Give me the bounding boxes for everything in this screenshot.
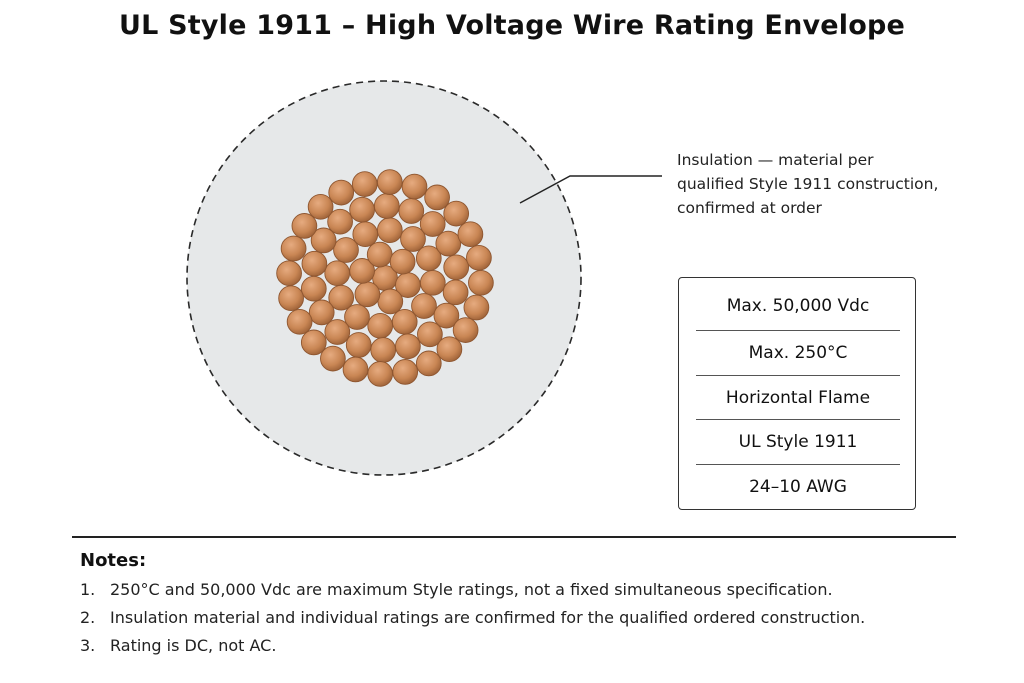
page-title: UL Style 1911 – High Voltage Wire Rating… (118, 10, 906, 41)
ratings-box: Max. 50,000 Vdc Max. 250°C Horizontal Fl… (678, 277, 916, 510)
copper-strand (276, 260, 302, 287)
rating-temperature: Max. 250°C (748, 343, 848, 363)
callout-leader-line (519, 175, 662, 204)
copper-strand (354, 281, 381, 308)
copper-strand (376, 169, 403, 195)
section-divider (72, 536, 956, 538)
copper-strand (415, 245, 442, 272)
copper-strand (310, 227, 337, 254)
copper-strand (411, 293, 437, 319)
copper-strand (395, 333, 421, 360)
note-number: 1. (80, 580, 96, 599)
copper-strand (307, 193, 334, 220)
rating-divider (696, 419, 900, 420)
copper-strand (320, 345, 346, 372)
copper-strand (419, 211, 446, 237)
note-text: Insulation material and individual ratin… (110, 608, 866, 627)
copper-strand (351, 171, 378, 197)
copper-strand (419, 269, 446, 296)
copper-strand (342, 356, 369, 383)
copper-strand (300, 329, 327, 356)
copper-strand (324, 319, 351, 345)
copper-strand (424, 184, 450, 211)
copper-strand (436, 336, 463, 363)
notes-heading: Notes: (80, 550, 147, 571)
copper-strand (301, 250, 328, 277)
copper-strand (435, 230, 462, 257)
note-item: 3. Rating is DC, not AC. (80, 636, 276, 655)
copper-strand (443, 254, 470, 281)
copper-strand (391, 308, 418, 335)
copper-strand (280, 235, 307, 262)
copper-strand (286, 308, 313, 335)
copper-strand (278, 285, 304, 312)
copper-strand (352, 221, 379, 248)
copper-strand (389, 248, 416, 275)
copper-strand (344, 304, 370, 330)
note-number: 2. (80, 608, 96, 627)
copper-strand (328, 179, 355, 206)
copper-strand (417, 321, 443, 348)
copper-strand (442, 279, 469, 306)
note-item: 1. 250°C and 50,000 Vdc are maximum Style… (80, 580, 833, 599)
copper-strand (367, 312, 394, 339)
callout-line: confirmed at order (677, 199, 822, 217)
note-text: Rating is DC, not AC. (110, 636, 277, 655)
copper-strand (415, 350, 442, 377)
insulation-callout: Insulation — material per qualified Styl… (677, 148, 938, 220)
copper-strand (370, 337, 397, 363)
copper-strand (376, 217, 403, 244)
note-number: 3. (80, 636, 96, 655)
copper-strand (457, 221, 484, 248)
copper-strand (300, 275, 327, 302)
rating-divider (696, 330, 900, 331)
note-text: 250°C and 50,000 Vdc are maximum Style r… (110, 580, 833, 599)
copper-strand (452, 317, 479, 343)
copper-strand (291, 213, 318, 239)
copper-strand (466, 244, 492, 271)
copper-strand (400, 226, 426, 252)
rating-voltage: Max. 50,000 Vdc (726, 296, 870, 316)
copper-strand (463, 294, 490, 321)
copper-strand (349, 196, 375, 223)
copper-strand (366, 241, 393, 268)
copper-strand (433, 302, 460, 329)
conductor-strands (276, 169, 494, 387)
copper-strand (468, 269, 494, 296)
copper-strand (398, 198, 425, 224)
rating-flame: Horizontal Flame (725, 388, 871, 408)
copper-strand (392, 359, 419, 385)
copper-strand (367, 361, 394, 387)
copper-strand (345, 332, 372, 358)
callout-line: Insulation — material per (677, 151, 874, 169)
copper-strand (377, 288, 404, 315)
note-item: 2. Insulation material and individual rat… (80, 608, 865, 627)
copper-strand (443, 200, 470, 227)
rating-divider (696, 464, 900, 465)
copper-strand (401, 173, 428, 200)
copper-strand (308, 299, 335, 326)
copper-strand (333, 237, 359, 263)
copper-strand (373, 193, 400, 219)
rating-divider (696, 375, 900, 376)
rating-style: UL Style 1911 (738, 432, 858, 452)
rating-gauge: 24–10 AWG (749, 477, 847, 497)
copper-strand (327, 208, 353, 235)
callout-line: qualified Style 1911 construction, (677, 175, 939, 193)
copper-strand (324, 260, 351, 287)
